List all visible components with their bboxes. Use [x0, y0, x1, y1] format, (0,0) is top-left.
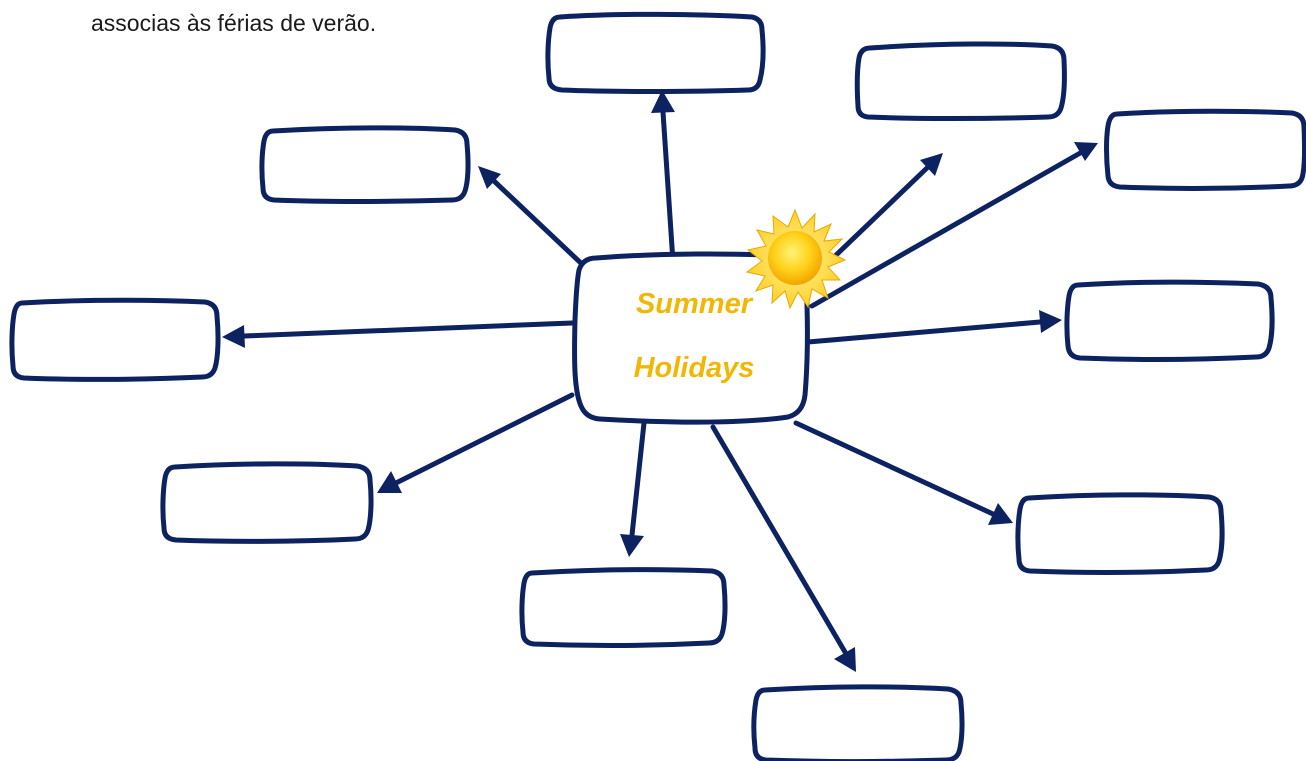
answer-box-top[interactable]	[545, 11, 766, 94]
arrow-to-far-right-upper	[809, 142, 1098, 309]
answer-boxes	[9, 11, 1306, 761]
arrow-to-top-right	[830, 153, 943, 261]
answer-box-far-right-upper[interactable]	[1104, 108, 1306, 191]
arrows	[222, 90, 1098, 672]
sun-icon	[745, 208, 847, 310]
arrow-to-lower-left	[377, 392, 575, 493]
answer-box-top-right[interactable]	[854, 41, 1067, 121]
answer-box-bottom-center-left[interactable]	[519, 567, 728, 648]
answer-box-lower-left[interactable]	[160, 461, 374, 544]
instruction-text: associas às férias de verão.	[91, 10, 377, 36]
answer-box-left[interactable]	[9, 297, 221, 382]
arrow-to-top	[651, 90, 676, 265]
answer-box-right[interactable]	[1064, 279, 1275, 362]
arrow-to-bottom	[710, 424, 856, 672]
arrow-to-left	[222, 320, 575, 348]
answer-box-bottom[interactable]	[751, 684, 965, 761]
arrow-to-upper-left	[478, 166, 587, 269]
answer-box-upper-left[interactable]	[259, 125, 471, 204]
answer-box-lower-right[interactable]	[1015, 492, 1225, 575]
arrow-to-lower-right	[793, 420, 1013, 525]
arrow-to-right	[805, 310, 1062, 345]
arrow-to-bottom-center-left	[620, 420, 647, 557]
